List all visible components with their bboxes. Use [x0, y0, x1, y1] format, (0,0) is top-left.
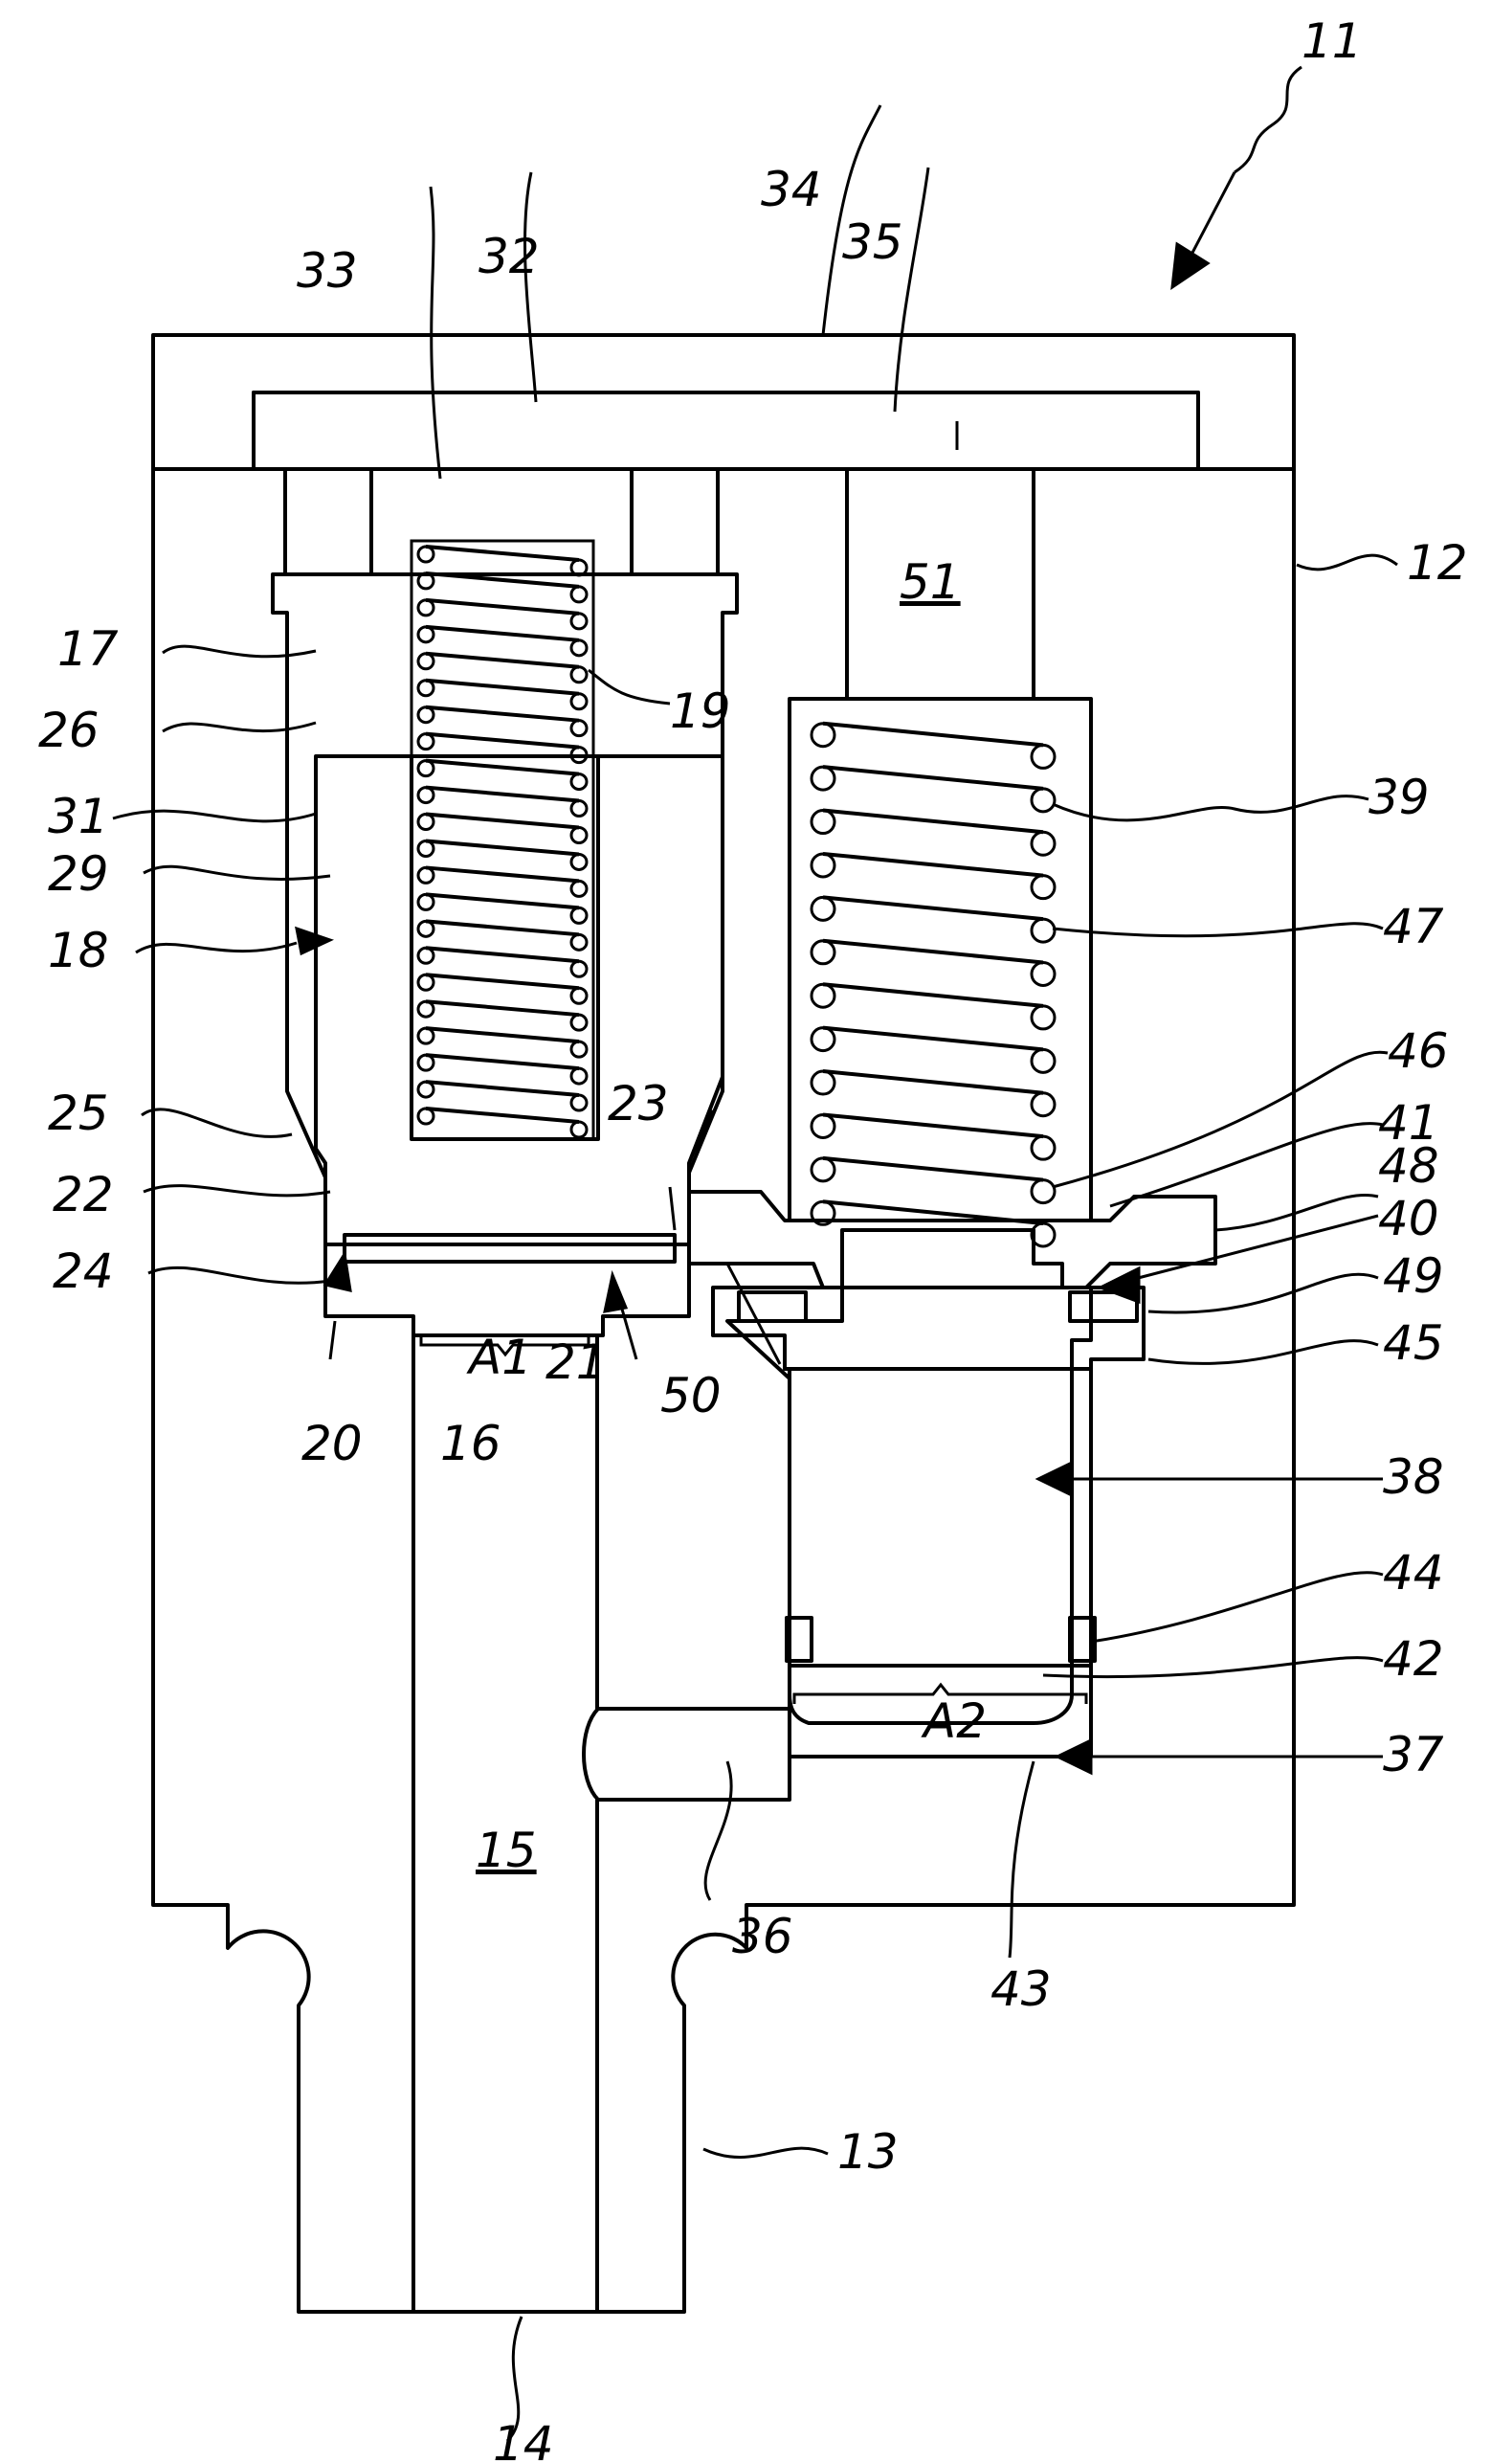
label-26: 26	[38, 703, 100, 758]
label-32: 32	[478, 229, 540, 284]
label-39: 39	[1369, 770, 1430, 825]
label-16: 16	[440, 1416, 501, 1471]
label-29: 29	[48, 846, 109, 902]
label-38: 38	[1383, 1449, 1444, 1505]
cap-34	[153, 335, 1294, 469]
label-50: 50	[660, 1368, 722, 1423]
label-34: 34	[761, 162, 822, 217]
vent-33b	[632, 469, 718, 574]
label-21: 21	[545, 1334, 607, 1390]
label-12: 12	[1407, 535, 1468, 591]
label-17: 17	[57, 621, 119, 677]
label-19: 19	[670, 683, 731, 739]
cavities	[273, 469, 1215, 2312]
label-46: 46	[1388, 1023, 1449, 1079]
label-11: 11	[1302, 13, 1363, 69]
label-15: 15	[476, 1823, 537, 1878]
chamber-35	[254, 392, 1198, 469]
label-a1: A1	[466, 1330, 532, 1385]
spring-coil	[418, 547, 434, 562]
label-44: 44	[1383, 1545, 1444, 1601]
label-20: 20	[301, 1416, 363, 1471]
label-36: 36	[732, 1909, 793, 1964]
label-48: 48	[1378, 1138, 1439, 1194]
label-40: 40	[1378, 1191, 1439, 1246]
label-42: 42	[1383, 1631, 1444, 1687]
label-49: 49	[1383, 1248, 1444, 1304]
label-35: 35	[842, 214, 903, 270]
label-47: 47	[1383, 899, 1444, 954]
label-14: 14	[493, 2416, 554, 2464]
label-37: 37	[1383, 1727, 1444, 1782]
spring-wire	[426, 547, 579, 560]
label-31: 31	[48, 789, 109, 844]
label-13: 13	[837, 2124, 899, 2180]
label-25: 25	[48, 1086, 109, 1141]
label-24: 24	[53, 1243, 114, 1299]
label-33: 33	[297, 243, 358, 299]
label-45: 45	[1383, 1315, 1444, 1371]
label-23: 23	[608, 1076, 669, 1131]
label-18: 18	[48, 923, 109, 978]
label-a2: A2	[921, 1693, 987, 1749]
vent-33	[285, 469, 371, 574]
label-51: 51	[900, 554, 961, 610]
passage-36	[584, 1709, 790, 1800]
label-43: 43	[990, 1961, 1052, 2017]
label-22: 22	[53, 1167, 114, 1222]
